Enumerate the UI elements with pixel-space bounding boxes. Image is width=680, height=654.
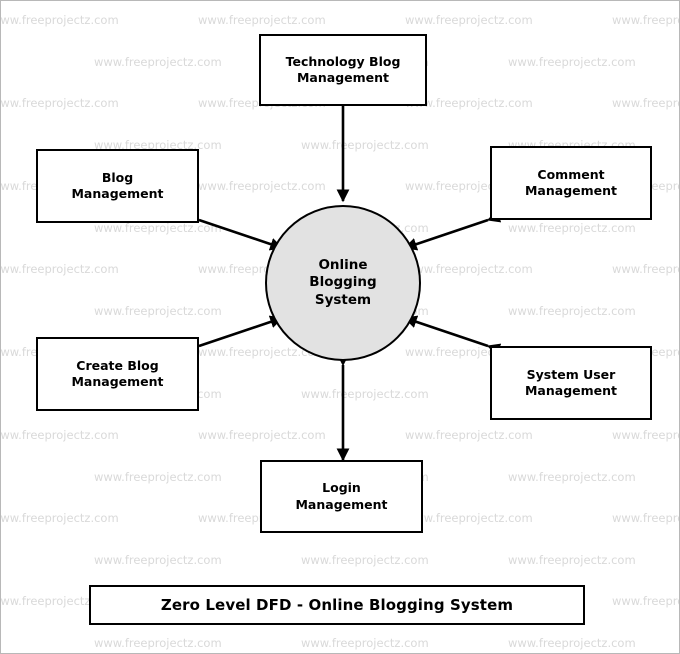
- flow-comment-management: [403, 210, 502, 251]
- entity-label-line-2: Management: [524, 183, 617, 198]
- entity-system-user-management[interactable]: System User Management: [490, 346, 652, 420]
- entity-create-blog-management[interactable]: Create Blog Management: [36, 337, 199, 411]
- entity-label-line-2: Management: [71, 186, 164, 201]
- entity-system-user-management-label: System User Management: [519, 367, 623, 400]
- process-online-blogging-system[interactable]: Online Blogging System: [265, 205, 421, 361]
- entity-login-management-label: Login Management: [289, 480, 393, 513]
- entity-label-line-1: Technology Blog: [285, 53, 401, 69]
- entity-label-line-1: Comment: [537, 166, 605, 182]
- entity-label-line-1: Create Blog: [76, 357, 159, 373]
- entity-label-line-1: Blog: [101, 169, 134, 185]
- entity-label-line-2: Management: [71, 374, 164, 389]
- entity-login-management[interactable]: Login Management: [260, 460, 423, 533]
- entity-label-line-2: Management: [524, 383, 617, 398]
- process-label-line-3: System: [314, 291, 372, 308]
- entity-label-line-1: Login: [322, 480, 361, 496]
- entity-label-line-2: Management: [295, 496, 388, 512]
- diagram-title-bar: Zero Level DFD - Online Blogging System: [89, 585, 585, 625]
- entity-comment-management[interactable]: Comment Management: [490, 146, 652, 220]
- diagram-title: Zero Level DFD - Online Blogging System: [160, 596, 514, 614]
- entity-comment-management-label: Comment Management: [519, 167, 623, 200]
- entity-blog-management[interactable]: Blog Management: [36, 149, 199, 223]
- entity-technology-blog-management[interactable]: Technology Blog Management: [259, 34, 427, 106]
- process-label: Online Blogging System: [303, 257, 382, 309]
- entity-create-blog-management-label: Create Blog Management: [65, 358, 169, 391]
- flow-create-blog-management: [185, 315, 284, 356]
- entity-blog-management-label: Blog Management: [65, 170, 169, 203]
- entity-label-line-2: Management: [296, 70, 389, 85]
- entity-technology-blog-management-label: Technology Blog Management: [280, 54, 407, 87]
- process-label-line-1: Online: [318, 257, 368, 274]
- process-label-line-2: Blogging: [309, 274, 377, 291]
- flow-system-user-management: [403, 315, 502, 356]
- flow-blog-management: [185, 210, 284, 251]
- entity-label-line-1: System User: [526, 366, 616, 382]
